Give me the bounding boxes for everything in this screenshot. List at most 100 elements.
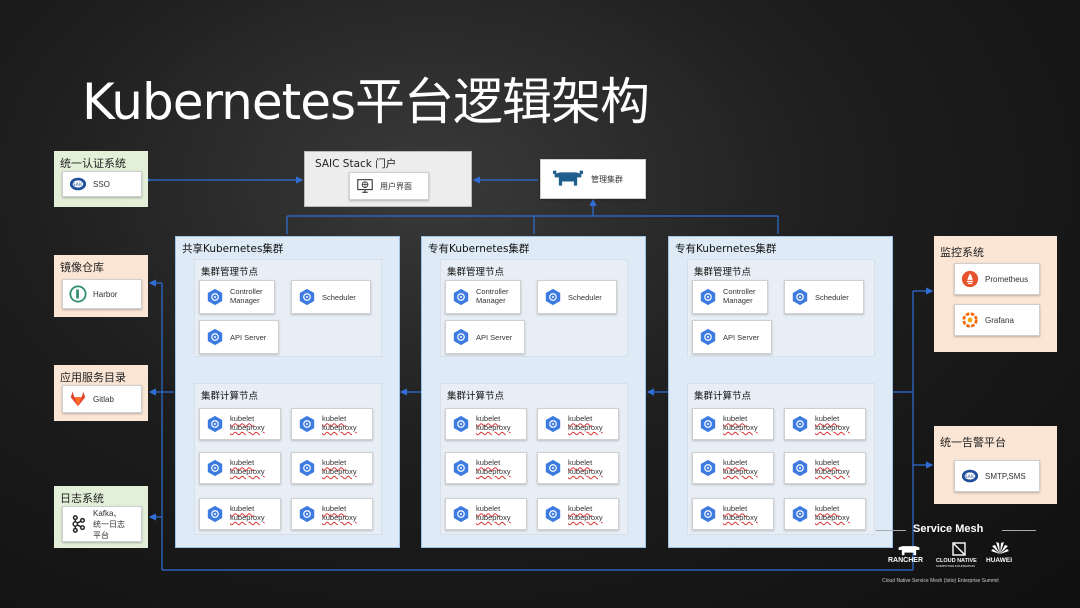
kubelet-label: kubelet — [568, 458, 593, 468]
kubelet-label: kubelet — [723, 504, 748, 514]
kubernetes-hex-icon — [453, 459, 469, 477]
svg-text:SAIC: SAIC — [73, 182, 84, 188]
harbor-label: Harbor — [93, 289, 118, 299]
gitlab-card[interactable]: Gitlab — [62, 385, 142, 413]
harbor-card[interactable]: Harbor — [62, 279, 142, 309]
controller-manager-label-line2: Manager — [476, 296, 506, 305]
kubernetes-hex-icon — [792, 415, 808, 433]
api-server-label: API Server — [230, 332, 267, 342]
kafka-label-line3: 平台 — [93, 530, 109, 540]
kubelet-label: kubelet — [723, 414, 748, 424]
controller-manager-label-line1: Controller — [230, 287, 263, 297]
api-server-node[interactable]: API Server — [199, 320, 279, 354]
kubeproxy-label: kubeproxy — [568, 423, 603, 432]
kubernetes-hex-icon — [792, 288, 808, 306]
kubelet-label: kubelet — [230, 504, 255, 514]
mgmt-cluster-label: 管理集群 — [591, 174, 623, 184]
kubeproxy-label: kubeproxy — [815, 513, 850, 522]
grafana-icon — [962, 312, 978, 328]
kubernetes-hex-icon — [545, 415, 561, 433]
kubeproxy-label: kubeproxy — [322, 513, 357, 522]
registry-title: 镜像仓库 — [60, 261, 104, 274]
rancher-logo-icon — [898, 546, 920, 556]
kubernetes-hex-icon — [700, 288, 716, 306]
mgmt-nodes-title: 集群管理节点 — [447, 267, 505, 278]
grafana-card[interactable]: Grafana — [954, 304, 1040, 336]
kubeproxy-label: kubeproxy — [568, 513, 603, 522]
sso-card[interactable]: SAIC SSO — [62, 171, 142, 197]
mgmt-cluster-card[interactable]: 管理集群 — [540, 159, 646, 199]
smtp-card[interactable]: SAIC SMTP,SMS — [954, 460, 1040, 492]
kubernetes-hex-icon — [700, 505, 716, 523]
kubelet-label: kubelet — [322, 504, 347, 514]
api-server-node[interactable]: API Server — [445, 320, 525, 354]
kubernetes-hex-icon — [453, 328, 469, 346]
kubelet-label: kubelet — [815, 458, 840, 468]
kubernetes-hex-icon — [207, 288, 223, 306]
footer-branding: Service Mesh RANCHER CLOUD NATIVE COMPUT… — [876, 522, 1036, 584]
kubeproxy-label: kubeproxy — [723, 423, 758, 432]
api-server-node[interactable]: API Server — [692, 320, 772, 354]
kubeproxy-label: kubeproxy — [230, 467, 265, 476]
user-interface-card[interactable]: 用户界面 — [349, 172, 429, 200]
controller-manager-label-line2: Manager — [230, 296, 260, 305]
gitlab-icon — [70, 391, 86, 407]
kubernetes-hex-icon — [700, 328, 716, 346]
kubernetes-hex-icon — [545, 288, 561, 306]
appdir-title: 应用服务目录 — [60, 371, 126, 384]
cluster-title: 专有Kubernetes集群 — [428, 243, 530, 255]
api-server-label: API Server — [723, 332, 760, 342]
monitor-box: 监控系统 Prometheus Grafana — [934, 236, 1057, 352]
scheduler-node[interactable]: Scheduler — [291, 280, 371, 314]
prometheus-label: Prometheus — [985, 274, 1029, 284]
kafka-label-line1: Kafka、 — [93, 508, 122, 518]
grafana-label: Grafana — [985, 315, 1014, 325]
kubernetes-hex-icon — [207, 459, 223, 477]
alert-box: 统一告警平台 SAIC SMTP,SMS — [934, 426, 1057, 504]
scheduler-label: Scheduler — [815, 292, 849, 302]
kubernetes-hex-icon — [453, 415, 469, 433]
page-title: Kubernetes平台逻辑架构 — [82, 73, 650, 131]
alert-title: 统一告警平台 — [940, 436, 1006, 449]
log-system-box: 日志系统 Kafka、 统一日志 平台 — [54, 486, 148, 548]
kubeproxy-label: kubeproxy — [815, 423, 850, 432]
kubeproxy-label: kubeproxy — [476, 513, 511, 522]
prometheus-card[interactable]: Prometheus — [954, 263, 1040, 295]
kafka-card[interactable]: Kafka、 统一日志 平台 — [62, 506, 142, 542]
scheduler-node[interactable]: Scheduler — [784, 280, 864, 314]
scheduler-node[interactable]: Scheduler — [537, 280, 617, 314]
compute-nodes-title: 集群计算节点 — [201, 391, 259, 402]
